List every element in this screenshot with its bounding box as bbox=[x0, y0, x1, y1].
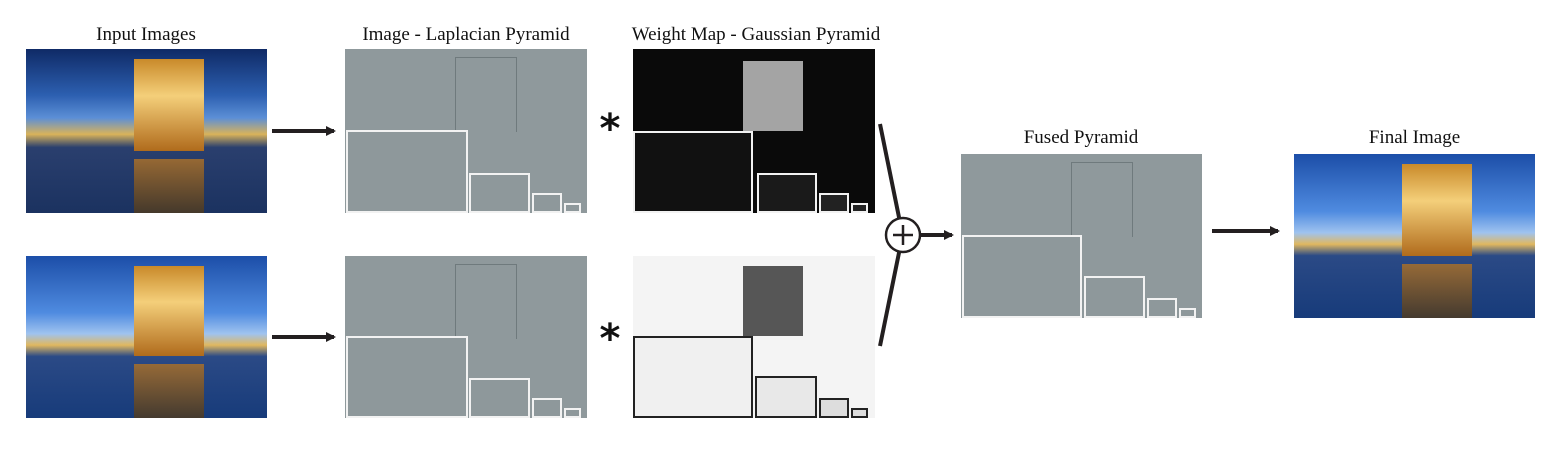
label-gaussian-pyramid: Weight Map - Gaussian Pyramid bbox=[631, 24, 881, 45]
label-laplacian-pyramid: Image - Laplacian Pyramid bbox=[362, 24, 570, 45]
asterisk-icon: * bbox=[599, 106, 621, 152]
input-image-1 bbox=[26, 49, 267, 213]
weight-map-pyramid-2 bbox=[633, 256, 875, 418]
merge-lines bbox=[878, 123, 904, 347]
label-input-images: Input Images bbox=[96, 24, 196, 45]
label-final-image: Final Image bbox=[1368, 127, 1461, 148]
circle-plus-icon bbox=[884, 216, 922, 254]
laplacian-pyramid-2 bbox=[345, 256, 587, 418]
final-image bbox=[1294, 154, 1535, 318]
laplacian-pyramid-1 bbox=[345, 49, 587, 213]
fused-pyramid bbox=[961, 154, 1202, 318]
label-fused-pyramid: Fused Pyramid bbox=[1023, 127, 1139, 148]
asterisk-icon: * bbox=[599, 316, 621, 362]
input-image-2 bbox=[26, 256, 267, 418]
weight-map-pyramid-1 bbox=[633, 49, 875, 213]
